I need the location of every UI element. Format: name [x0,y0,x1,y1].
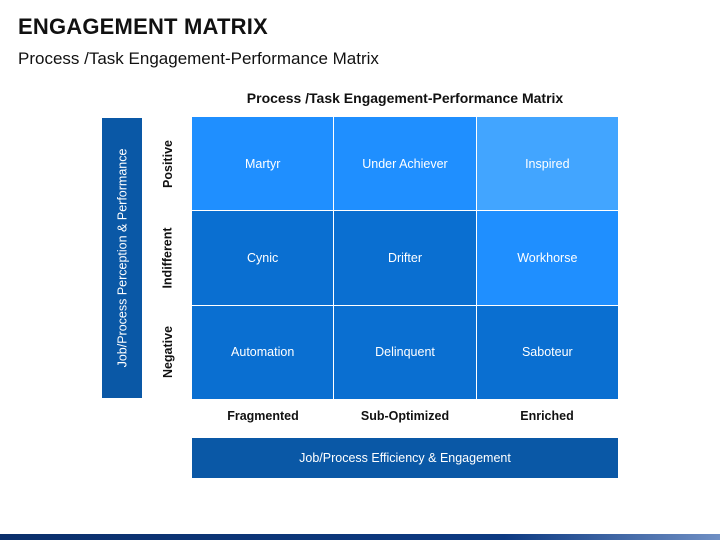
x-axis-label: Job/Process Efficiency & Engagement [299,451,511,465]
matrix-cell-drifter: Drifter [334,211,476,305]
column-label-enriched: Enriched [520,409,574,423]
row-label-text: Negative [161,325,176,379]
matrix-cell-workhorse: Workhorse [476,211,618,305]
matrix-cell-martyr: Martyr [192,117,334,211]
matrix-cell-cynic: Cynic [192,211,334,305]
page-subtitle: Process /Task Engagement-Performance Mat… [18,49,379,68]
row-label-negative: Negative [150,305,186,399]
matrix-cell-saboteur: Saboteur [476,305,618,399]
row-label-positive: Positive [150,117,186,211]
row-label-text: Positive [161,140,175,188]
matrix-cell-delinquent: Delinquent [334,305,476,399]
matrix-cell-automation: Automation [192,305,334,399]
page-title: ENGAGEMENT MATRIX [18,14,268,39]
column-label-sub-optimized: Sub-Optimized [360,409,450,423]
y-axis-label: Job/Process Perception & Performance [115,148,130,368]
x-axis-label-box: Job/Process Efficiency & Engagement [192,438,618,478]
row-label-indifferent: Indifferent [150,211,186,305]
matrix-title: Process /Task Engagement-Performance Mat… [246,90,564,106]
footer-bar [0,534,720,540]
row-label-text: Indifferent [161,227,176,289]
y-axis-label-box: Job/Process Perception & Performance [102,118,142,398]
engagement-matrix-grid: Martyr Under Achiever Inspired Cynic Dri… [192,117,618,399]
matrix-cell-inspired: Inspired [476,117,618,211]
matrix-cell-under-achiever: Under Achiever [334,117,476,211]
column-label-fragmented: Fragmented [227,409,299,423]
